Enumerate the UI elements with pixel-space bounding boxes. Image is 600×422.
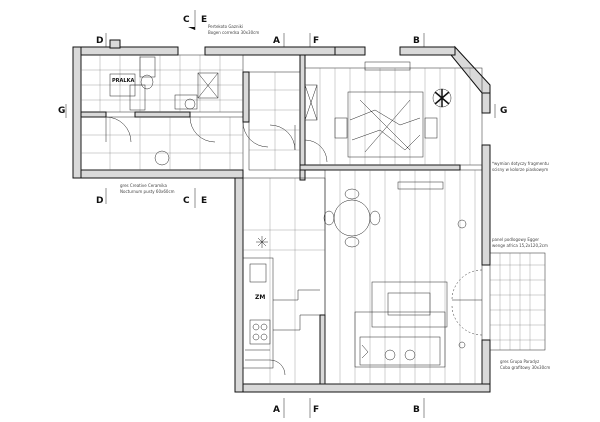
- terrace-note-line2: Coba grafitowy 30x30cm: [500, 365, 550, 370]
- marker-a-top: A: [273, 36, 280, 46]
- interior-walls: [80, 54, 461, 385]
- marker-d-mid: D: [96, 196, 103, 206]
- marker-c-mid: C: [183, 196, 190, 206]
- terrace-note-line1: gres Grupa Paradyz: [500, 359, 539, 364]
- marker-g-right: G: [500, 106, 507, 116]
- outer-walls: [72, 39, 491, 393]
- marker-c-top: C: [183, 15, 190, 25]
- annotations: Pertekoto Gazniki Bogen corredsa 30x30cm…: [112, 24, 550, 370]
- tiles-left-line2: Nocturnum pusty 60x60cm: [120, 189, 175, 194]
- tiles-top-line2: Bogen corredsa 30x30cm: [208, 30, 259, 35]
- living-room: [323, 169, 483, 385]
- marker-e-mid: E: [201, 196, 207, 206]
- section-markers: C E D A F B G G D C E A F B: [58, 10, 507, 418]
- marker-e-top: E: [201, 15, 207, 25]
- marker-b-bottom: B: [413, 405, 420, 415]
- marker-a-bottom: A: [273, 405, 280, 415]
- bathroom-tiles: [80, 54, 244, 113]
- marker-b-top: B: [413, 36, 420, 46]
- marker-g-left: G: [58, 106, 65, 116]
- pralka-label: PRALKA: [112, 78, 134, 84]
- balcony-note-line2: wenge africa 15,2x120,2cm: [492, 243, 548, 248]
- marker-f-top: F: [313, 36, 319, 46]
- zm-label: ZM: [255, 294, 265, 301]
- tiles-left-line1: gres Creative Ceramika: [120, 183, 168, 188]
- corridor-tiles: [248, 71, 328, 171]
- bedroom-note-line2: scisny w kolorze piaskowym: [492, 167, 548, 172]
- tiles-top-line1: Pertekoto Gazniki: [208, 24, 243, 29]
- terrace: [489, 252, 546, 351]
- marker-d-top: D: [96, 36, 103, 46]
- bedroom: [304, 61, 483, 166]
- kitchen: [242, 177, 326, 385]
- balcony-note-line1: panel podlogowy Egger: [492, 237, 539, 242]
- bedroom-note-line1: *wymian dotyczy fragmentu: [492, 161, 549, 166]
- hallway-tiles: [80, 116, 296, 171]
- marker-f-bottom: F: [313, 405, 319, 415]
